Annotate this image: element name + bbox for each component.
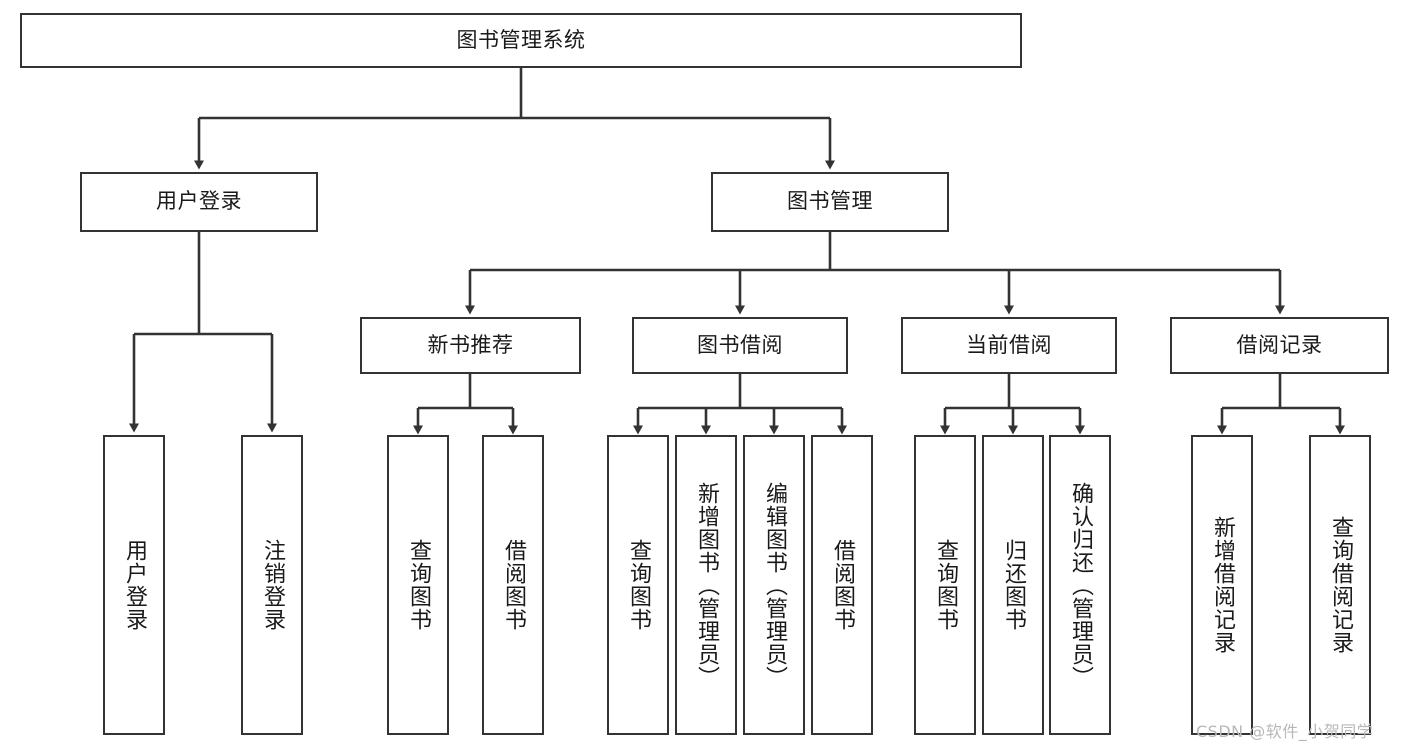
node-leaf-return-book[interactable]: 归还图书 (982, 435, 1044, 735)
node-leaf-user-logout-label: 注销登录 (259, 539, 285, 631)
node-leaf-add-record-label: 新增借阅记录 (1209, 516, 1235, 654)
node-leaf-return-book-label: 归还图书 (1000, 539, 1026, 631)
node-leaf-user-login[interactable]: 用户登录 (103, 435, 165, 735)
node-leaf-add-book-label: 新增图书（管理员） (693, 481, 719, 689)
node-leaf-query-book-borrow[interactable]: 查询图书 (607, 435, 669, 735)
node-new-book-rec[interactable]: 新书推荐 (360, 317, 581, 374)
node-leaf-query-record-label: 查询借阅记录 (1327, 516, 1353, 654)
node-book-manage-label: 图书管理 (787, 189, 873, 214)
node-borrow-record-label: 借阅记录 (1236, 332, 1323, 357)
node-book-borrow[interactable]: 图书借阅 (632, 317, 848, 374)
node-leaf-query-record[interactable]: 查询借阅记录 (1309, 435, 1371, 735)
node-user-login[interactable]: 用户登录 (80, 172, 318, 232)
node-leaf-borrow-book-label: 借阅图书 (829, 539, 855, 631)
node-leaf-query-book-rec[interactable]: 查询图书 (387, 435, 449, 735)
node-leaf-add-book[interactable]: 新增图书（管理员） (675, 435, 737, 735)
node-root[interactable]: 图书管理系统 (20, 13, 1022, 68)
node-book-manage[interactable]: 图书管理 (711, 172, 949, 232)
node-leaf-borrow-book[interactable]: 借阅图书 (811, 435, 873, 735)
csdn-watermark: CSDN @软件_小贺同学 (1196, 722, 1374, 741)
node-leaf-query-book-cur-label: 查询图书 (932, 539, 958, 631)
node-leaf-confirm-return[interactable]: 确认归还（管理员） (1049, 435, 1111, 735)
node-leaf-user-logout[interactable]: 注销登录 (241, 435, 303, 735)
node-user-login-label: 用户登录 (156, 189, 242, 214)
node-leaf-confirm-return-label: 确认归还（管理员） (1067, 481, 1093, 689)
node-leaf-add-record[interactable]: 新增借阅记录 (1191, 435, 1253, 735)
node-root-label: 图书管理系统 (456, 27, 586, 52)
node-leaf-borrow-book-rec[interactable]: 借阅图书 (482, 435, 544, 735)
node-new-book-rec-label: 新书推荐 (427, 332, 514, 357)
node-leaf-borrow-book-rec-label: 借阅图书 (500, 539, 526, 631)
node-book-borrow-label: 图书借阅 (697, 332, 783, 357)
node-leaf-query-book-borrow-label: 查询图书 (625, 539, 651, 631)
node-borrow-record[interactable]: 借阅记录 (1170, 317, 1389, 374)
node-leaf-edit-book-label: 编辑图书（管理员） (761, 481, 787, 689)
node-leaf-user-login-label: 用户登录 (121, 539, 147, 631)
node-current-borrow-label: 当前借阅 (966, 332, 1052, 357)
node-leaf-query-book-cur[interactable]: 查询图书 (914, 435, 976, 735)
node-current-borrow[interactable]: 当前借阅 (901, 317, 1117, 374)
node-leaf-edit-book[interactable]: 编辑图书（管理员） (743, 435, 805, 735)
node-leaf-query-book-rec-label: 查询图书 (405, 539, 431, 631)
